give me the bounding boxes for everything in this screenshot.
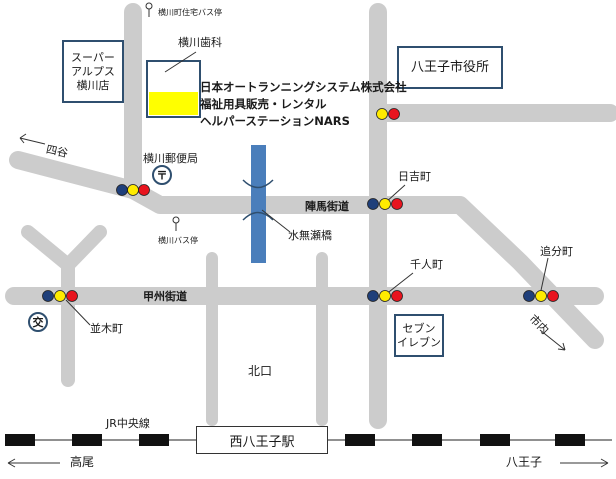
namiki-leader-line <box>65 299 91 326</box>
jr-line-label: JR中央線 <box>106 417 150 430</box>
signal-namiki <box>42 290 78 302</box>
station-box: 西八王子駅 <box>196 426 328 454</box>
hiyoshi-label: 日吉町 <box>398 170 431 183</box>
station-label: 西八王子駅 <box>229 434 295 450</box>
hachioji-direction-label: 八王子 <box>506 455 543 469</box>
bus-stop-top-label: 横川町住宅バス停 <box>158 8 222 17</box>
city-hall-label: 八王子市役所 <box>410 59 489 75</box>
takao-label: 高尾 <box>70 455 95 469</box>
supermarket-line-2: アルプス <box>71 64 115 78</box>
oiwake-label: 追分町 <box>540 245 573 258</box>
company-service: 福祉用具販売・レンタル <box>200 97 327 111</box>
senbu-label: 千人町 <box>410 258 443 271</box>
arrow-takao <box>7 458 60 468</box>
river-label: 水無瀬橋 <box>288 229 332 242</box>
company-highlight <box>149 92 198 115</box>
namiki-label: 並木町 <box>90 322 123 335</box>
signal-post-office <box>116 184 150 196</box>
oiwake-leader-line <box>539 257 549 296</box>
koshu-kaido-label: 甲州街道 <box>143 290 187 303</box>
senbu-leader-line <box>384 272 414 296</box>
company-info: 日本オートランニングシステム株式会社 福祉用具販売・レンタル ヘルパーステーショ… <box>200 79 407 130</box>
bridge-mark-top <box>242 179 274 189</box>
post-office-label: 横川郵便局 <box>143 152 198 165</box>
city-hall-box: 八王子市役所 <box>397 46 503 89</box>
road-jinba-kaido <box>9 151 604 349</box>
police-box-icon: 交 <box>28 312 48 332</box>
signal-senbu <box>367 290 403 302</box>
river <box>251 145 266 263</box>
supermarket-line-1: スーパー <box>71 50 115 64</box>
jinba-kaido-label: 陣馬街道 <box>305 200 349 213</box>
supermarket-box: スーパー アルプス 横川店 <box>62 40 124 103</box>
company-name: 日本オートランニングシステム株式会社 <box>200 80 407 94</box>
bus-stop-mid-label: 横川バス停 <box>158 236 198 245</box>
police-mark: 交 <box>32 316 44 329</box>
seven-line-2: イレブン <box>397 335 441 349</box>
supermarket-line-3: 横川店 <box>76 78 110 92</box>
arrow-shinai <box>539 329 566 351</box>
bridge-mark-bottom <box>242 211 274 221</box>
signal-oiwake <box>523 290 559 302</box>
bus-stop-icon-top <box>145 2 153 17</box>
kitaguchi-label: 北口 <box>248 364 273 378</box>
seven-line-1: セブン <box>402 321 436 335</box>
arrow-yotsuya <box>19 133 46 145</box>
seven-eleven-box: セブン イレブン <box>394 314 444 357</box>
post-mark: 〒 <box>156 169 168 182</box>
dental-leader-line <box>164 51 197 73</box>
direction-arrows <box>7 133 609 468</box>
dental-label: 横川歯科 <box>178 36 222 49</box>
road-left-y-branch <box>61 225 107 272</box>
post-office-icon: 〒 <box>152 165 172 185</box>
roads <box>5 3 616 429</box>
signal-city-hall <box>376 108 400 120</box>
river-leader-line <box>261 209 291 233</box>
company-station: ヘルパーステーションNARS <box>200 114 350 128</box>
signal-hiyoshi <box>367 198 403 210</box>
bus-stop-icon-mid <box>172 216 180 231</box>
road-left-y <box>21 225 75 387</box>
arrow-hachioji <box>560 458 609 468</box>
